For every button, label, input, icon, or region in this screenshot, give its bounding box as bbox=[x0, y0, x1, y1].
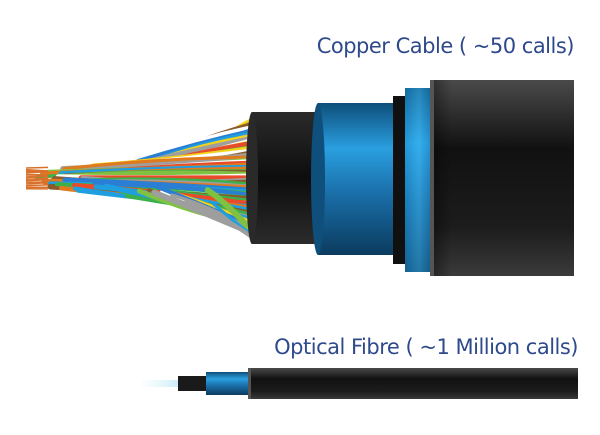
fibre-buffer bbox=[178, 376, 208, 391]
copper-wire-tip bbox=[25, 177, 49, 180]
fibre-core bbox=[142, 380, 184, 387]
fibre-outer-jacket bbox=[248, 368, 578, 399]
copper-band bbox=[393, 96, 407, 264]
copper-wire-tip bbox=[25, 166, 49, 169]
copper-wire-tip bbox=[25, 181, 49, 184]
copper-wire-tip bbox=[25, 178, 49, 182]
fibre-shield bbox=[206, 372, 250, 395]
copper-shield-face bbox=[311, 103, 325, 255]
copper-wire bbox=[62, 155, 258, 171]
copper-wire-tip bbox=[25, 175, 49, 179]
copper-wire-tip bbox=[25, 173, 49, 176]
copper-core-face bbox=[246, 112, 258, 244]
copper-wire-tip bbox=[25, 184, 49, 187]
copper-shield bbox=[318, 103, 398, 255]
copper-wire-bundle bbox=[25, 115, 259, 243]
copper-wire bbox=[92, 181, 259, 199]
optical-fibre-label: Optical Fibre ( ~1 Million calls) bbox=[274, 335, 578, 359]
copper-cable-label: Copper Cable ( ~50 calls) bbox=[316, 34, 575, 58]
copper-wire-tip bbox=[25, 170, 49, 174]
copper-wire-tip bbox=[25, 181, 49, 185]
